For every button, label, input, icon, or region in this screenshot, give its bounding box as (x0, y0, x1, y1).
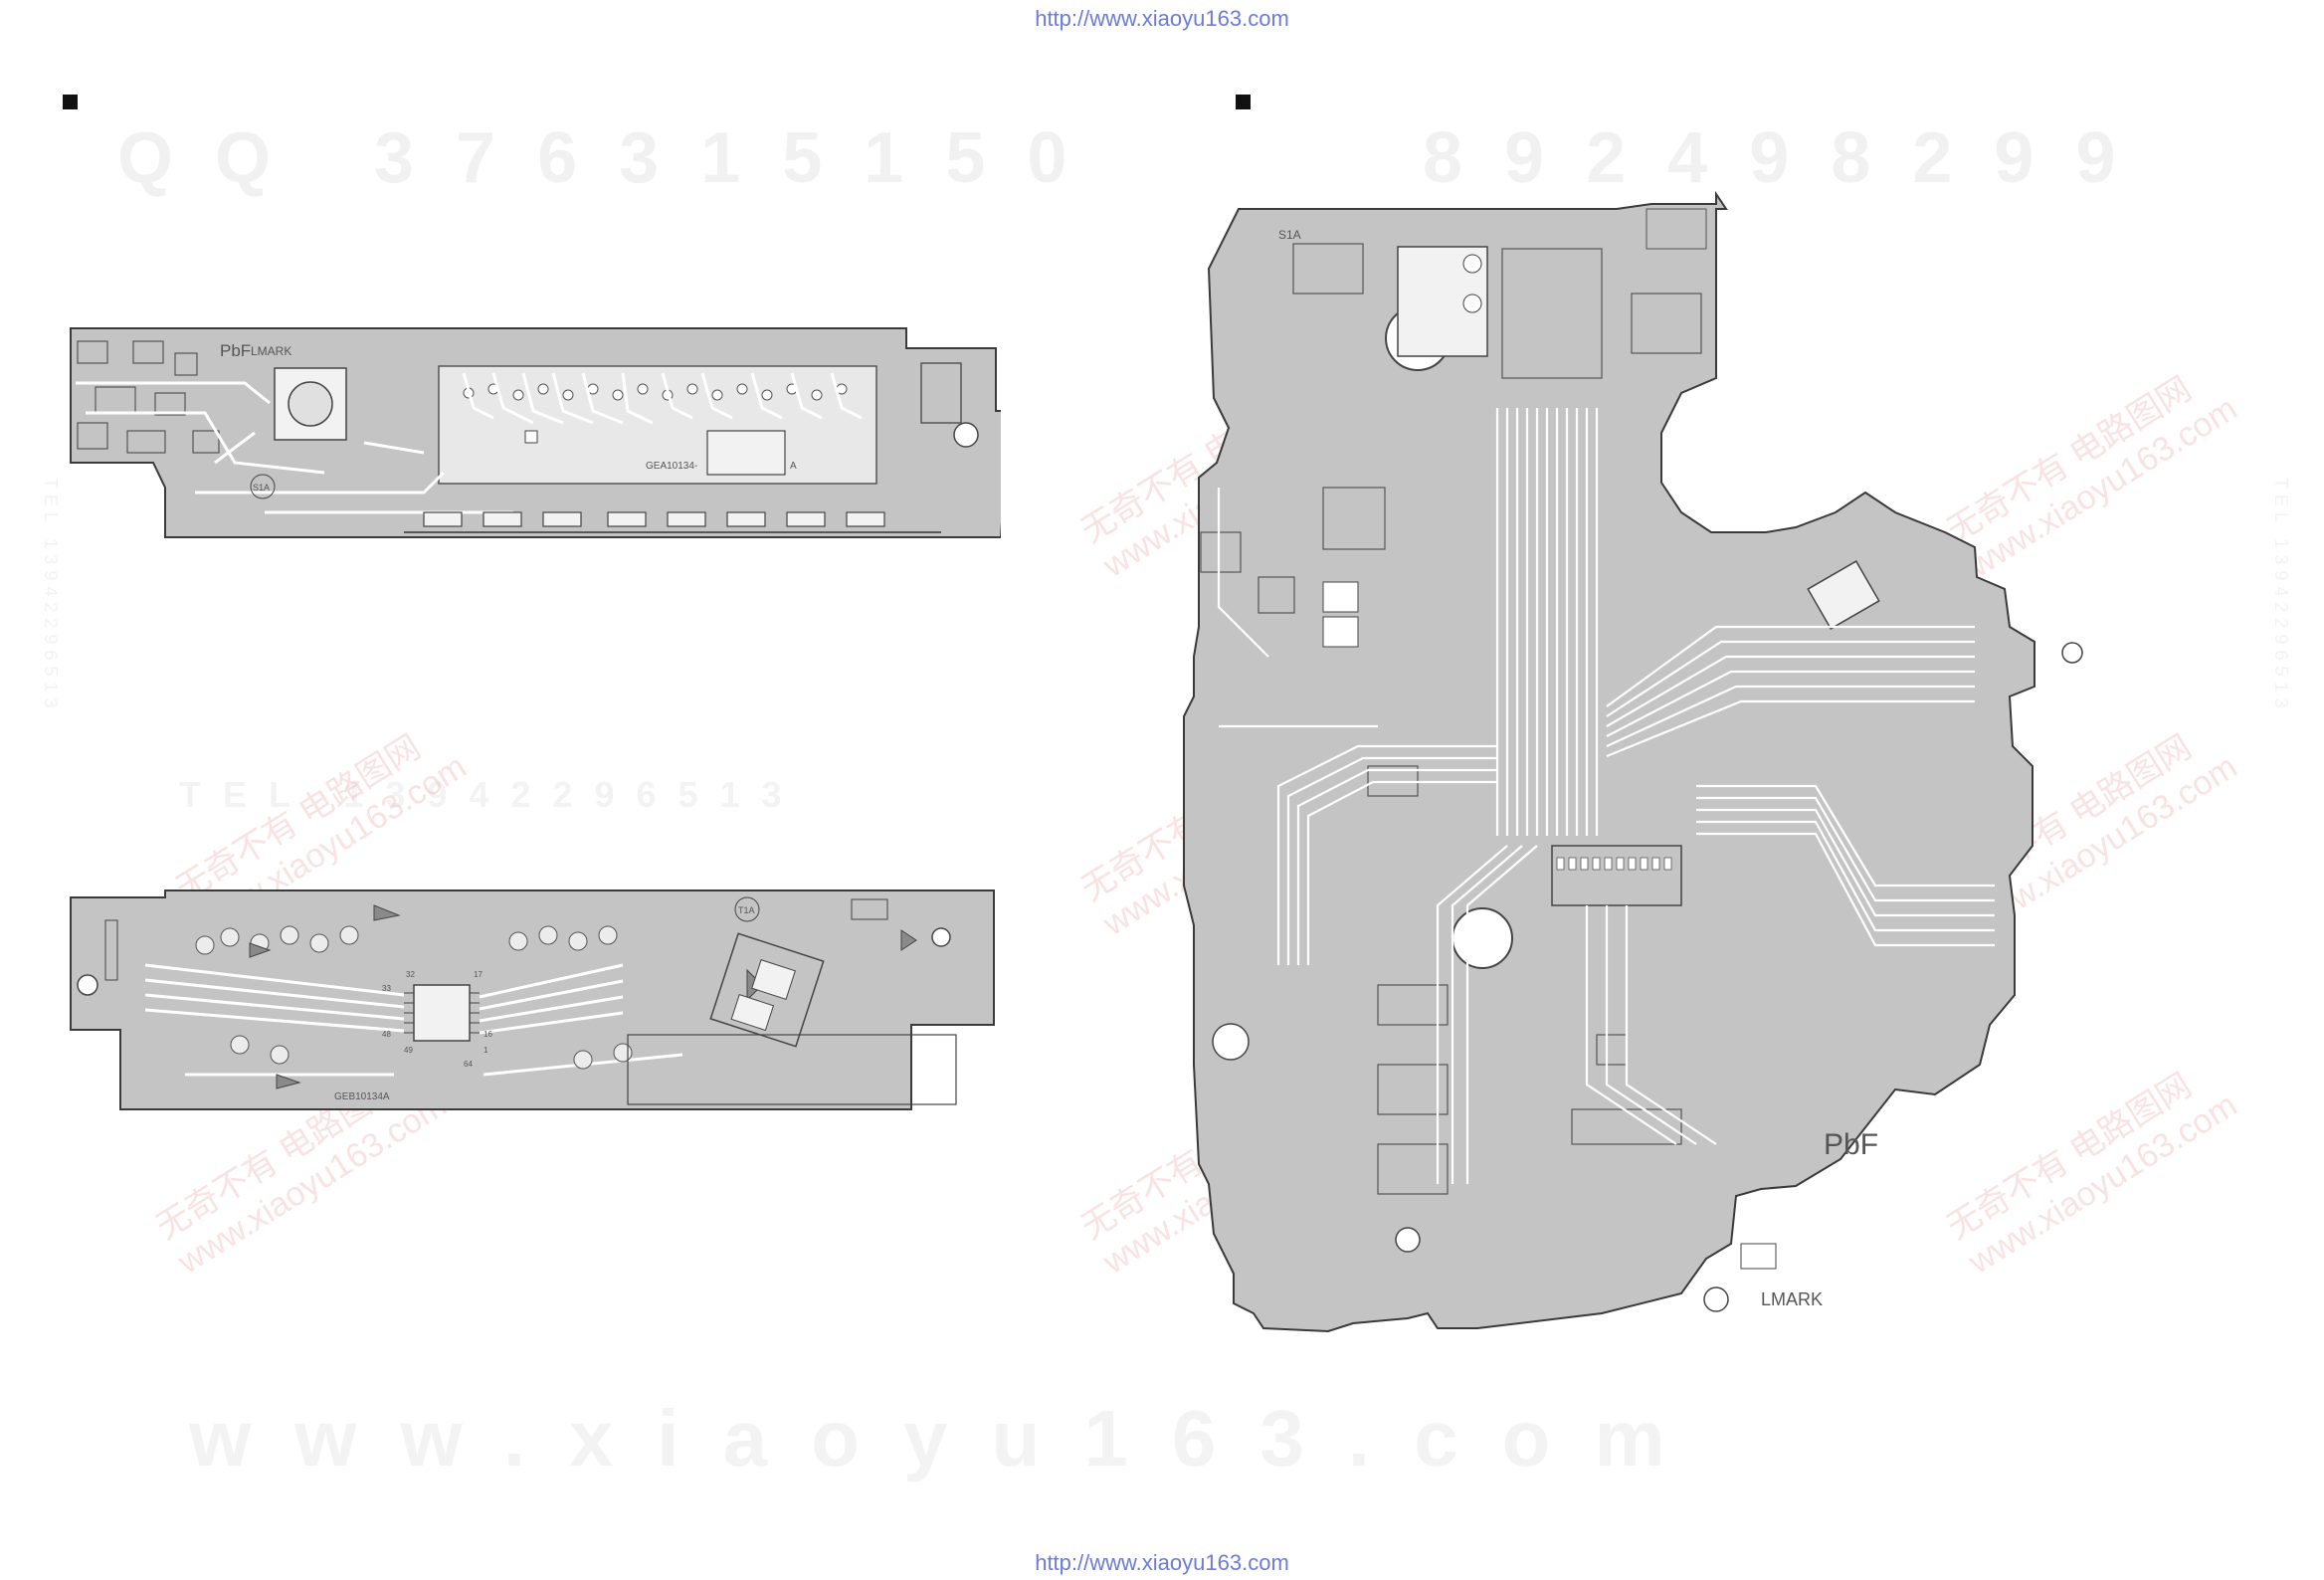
section-marker-left (63, 95, 78, 109)
top-right-part (851, 898, 888, 920)
left-components (1200, 243, 1682, 1195)
mount-hole (77, 974, 98, 996)
watermark-qq-right: 892498299 (1423, 118, 2158, 198)
central-ic (1551, 845, 1682, 906)
pcb-board-bottom-left: T1A GEB10134A 33 32 17 48 16 49 64 1 (70, 889, 995, 1110)
left-traces (76, 381, 513, 514)
bus-traces (144, 963, 683, 1077)
watermark-phone: TEL 13942296513 (179, 774, 804, 815)
pcb-board-top-left: PbF LMARK GEA10134- A S1A (70, 327, 1001, 538)
label-pin-1: 1 (484, 1046, 488, 1055)
trace-bundle-right (1606, 625, 1995, 947)
switch-inner (751, 959, 796, 1000)
corner-ic (1631, 293, 1702, 354)
board-outline (1183, 190, 2035, 1333)
filled-part (1322, 581, 1359, 613)
connector-pin (1462, 294, 1482, 313)
display-window (438, 365, 877, 485)
label-pin-48: 48 (382, 1030, 391, 1039)
label-pbf: PbF (220, 341, 251, 360)
mount-hole (1395, 1227, 1421, 1253)
mount-hole (1212, 1023, 1250, 1061)
t1a-ring (734, 896, 760, 922)
display-chip (706, 430, 786, 476)
tilted-switch (709, 932, 825, 1048)
switch-inner (730, 994, 775, 1032)
trace-bundle-left (1217, 488, 1717, 1184)
filled-part (1740, 1243, 1777, 1270)
label-pin-64: 64 (464, 1060, 473, 1069)
footer-url[interactable]: http://www.xiaoyu163.com (1035, 1550, 1289, 1575)
right-connector (1807, 560, 1880, 630)
button-pads (423, 511, 885, 527)
pcb-board-right: S1A PbF LMARK (1183, 190, 2083, 1333)
label-s1a: S1A (1278, 228, 1301, 242)
watermark-side-right: TEL 13942296513 (2271, 478, 2291, 714)
label-lmark: LMARK (1761, 1289, 1823, 1309)
central-ic (413, 984, 471, 1042)
label-board-code: GEA10134- (646, 461, 697, 472)
mount-hole (953, 422, 979, 448)
display-traces (462, 372, 863, 425)
ic-pins (1556, 857, 1672, 871)
label-s1a: S1A (253, 483, 270, 493)
ic-pins (404, 992, 480, 1034)
filled-part (1322, 616, 1359, 648)
label-lmark: LMARK (251, 344, 291, 358)
label-pin-49: 49 (404, 1046, 413, 1055)
watermark-qq-left: QQ 376315150 (117, 118, 1109, 198)
mount-hole (2061, 642, 2083, 664)
connector-pin (1462, 254, 1482, 274)
label-board-suffix: A (790, 461, 797, 472)
label-t1a: T1A (738, 905, 755, 915)
display-pad (524, 430, 538, 444)
header-url[interactable]: http://www.xiaoyu163.com (1035, 6, 1289, 31)
label-pin-32: 32 (406, 970, 415, 979)
section-marker-right (1236, 95, 1251, 109)
corner-connector (1646, 208, 1707, 250)
lower-frame (627, 1034, 957, 1105)
rotary-knob (288, 381, 333, 427)
mount-hole (931, 927, 951, 947)
trace-bundle-vertical (1495, 408, 1599, 836)
label-pin-17: 17 (474, 970, 483, 979)
label-board-code: GEB10134A (334, 1091, 390, 1102)
label-pin-16: 16 (484, 1030, 492, 1039)
mount-hole-large (1452, 907, 1513, 969)
left-connector (104, 919, 118, 981)
left-components (77, 340, 220, 454)
label-pin-33: 33 (382, 984, 391, 993)
mount-hole (1703, 1286, 1729, 1312)
watermark-side-left: TEL 13942296513 (41, 478, 61, 714)
watermark-site: www.xiaoyu163.com (189, 1394, 1709, 1482)
right-connector (920, 362, 962, 424)
label-pbf: PbF (1824, 1128, 1878, 1161)
top-right-block (1501, 248, 1603, 379)
s1a-ring (250, 474, 276, 499)
